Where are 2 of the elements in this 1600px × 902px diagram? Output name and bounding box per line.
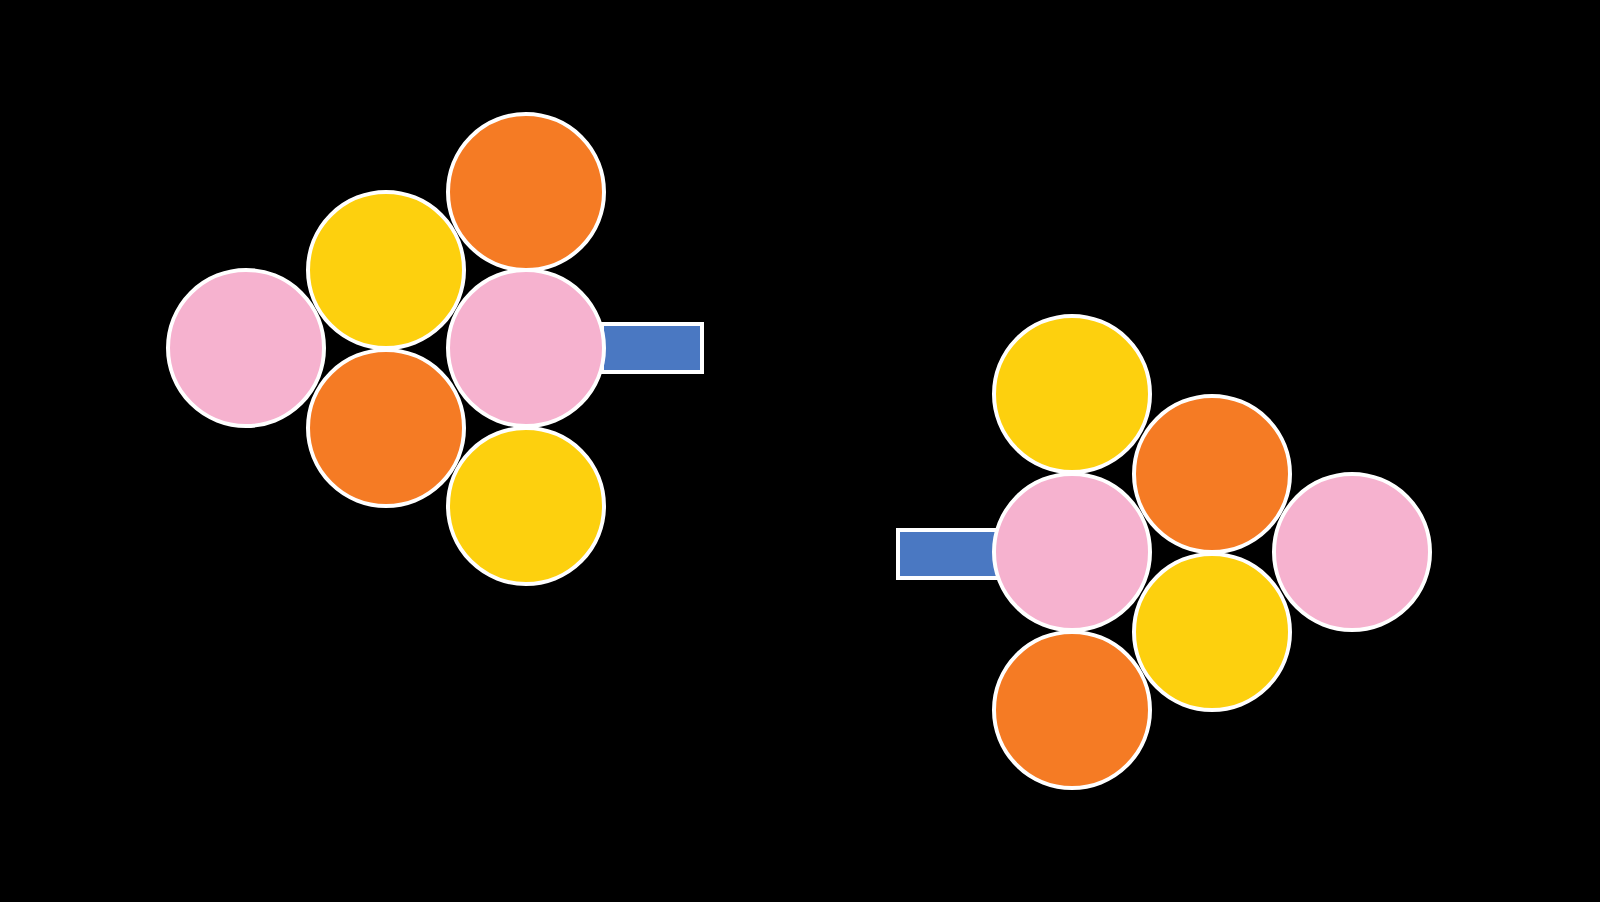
bar [896,528,1000,580]
bar [600,322,704,374]
